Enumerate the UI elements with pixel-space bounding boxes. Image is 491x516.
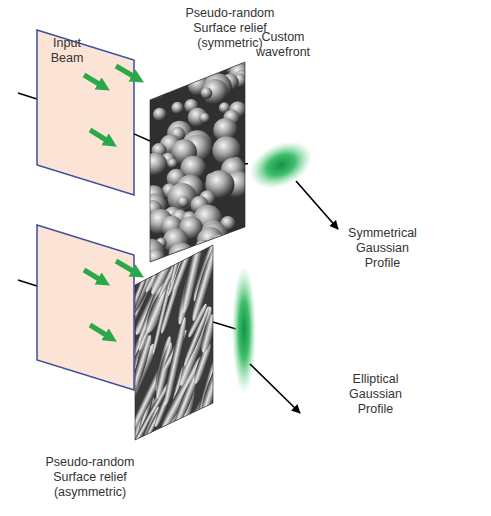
relief-bump xyxy=(167,158,177,168)
relief-bump xyxy=(177,196,189,208)
beam-line xyxy=(245,163,248,165)
output-arrow xyxy=(296,181,338,229)
input-plane: Input Beam xyxy=(37,30,134,195)
relief-bump xyxy=(199,113,210,124)
elliptical-spot xyxy=(232,266,256,394)
output-arrow xyxy=(250,364,300,413)
relief-bump xyxy=(144,153,168,177)
profile-label: Elliptical Gaussian Profile xyxy=(333,372,418,417)
input-plane-shape xyxy=(37,30,134,195)
relief-ridge xyxy=(137,218,163,278)
node-label: Pseudo-random Surface relief (asymmetric… xyxy=(35,455,145,500)
beam-line xyxy=(134,134,150,141)
relief-bump xyxy=(153,108,166,121)
surface-relief-image-outline xyxy=(150,62,245,262)
profile-label: Symmetrical Gaussian Profile xyxy=(340,226,425,271)
relief-bump xyxy=(201,87,213,99)
node-label: Pseudo-random Surface relief (symmetric) xyxy=(175,6,285,51)
relief-bump xyxy=(149,76,162,89)
input-plane-outline xyxy=(37,225,134,390)
relief-ridge xyxy=(198,313,218,354)
surface-relief-image: Pseudo-random Surface relief (symmetric) xyxy=(150,62,245,262)
gaussian-spot xyxy=(242,132,320,198)
wavefront-spot-outline xyxy=(248,140,314,190)
surface-relief-image: Pseudo-random Surface relief (asymmetric… xyxy=(135,245,213,440)
relief-ridge xyxy=(168,384,199,463)
wavefront-spot: Custom wavefront xyxy=(248,140,314,190)
node-label: Input Beam xyxy=(43,36,91,66)
image-border xyxy=(150,62,245,262)
surface-relief-image-outline xyxy=(135,245,213,440)
relief-ridge xyxy=(180,403,206,471)
relief-bump xyxy=(145,249,165,269)
node-label: Custom wavefront xyxy=(248,30,318,60)
relief-bump xyxy=(185,66,201,82)
surface-texture xyxy=(115,208,229,476)
input-plane xyxy=(37,225,134,390)
relief-bump xyxy=(171,102,183,114)
image-border xyxy=(135,245,213,440)
input-plane-shape xyxy=(37,225,134,390)
relief-ridge xyxy=(197,358,226,419)
surface-texture xyxy=(136,48,253,272)
